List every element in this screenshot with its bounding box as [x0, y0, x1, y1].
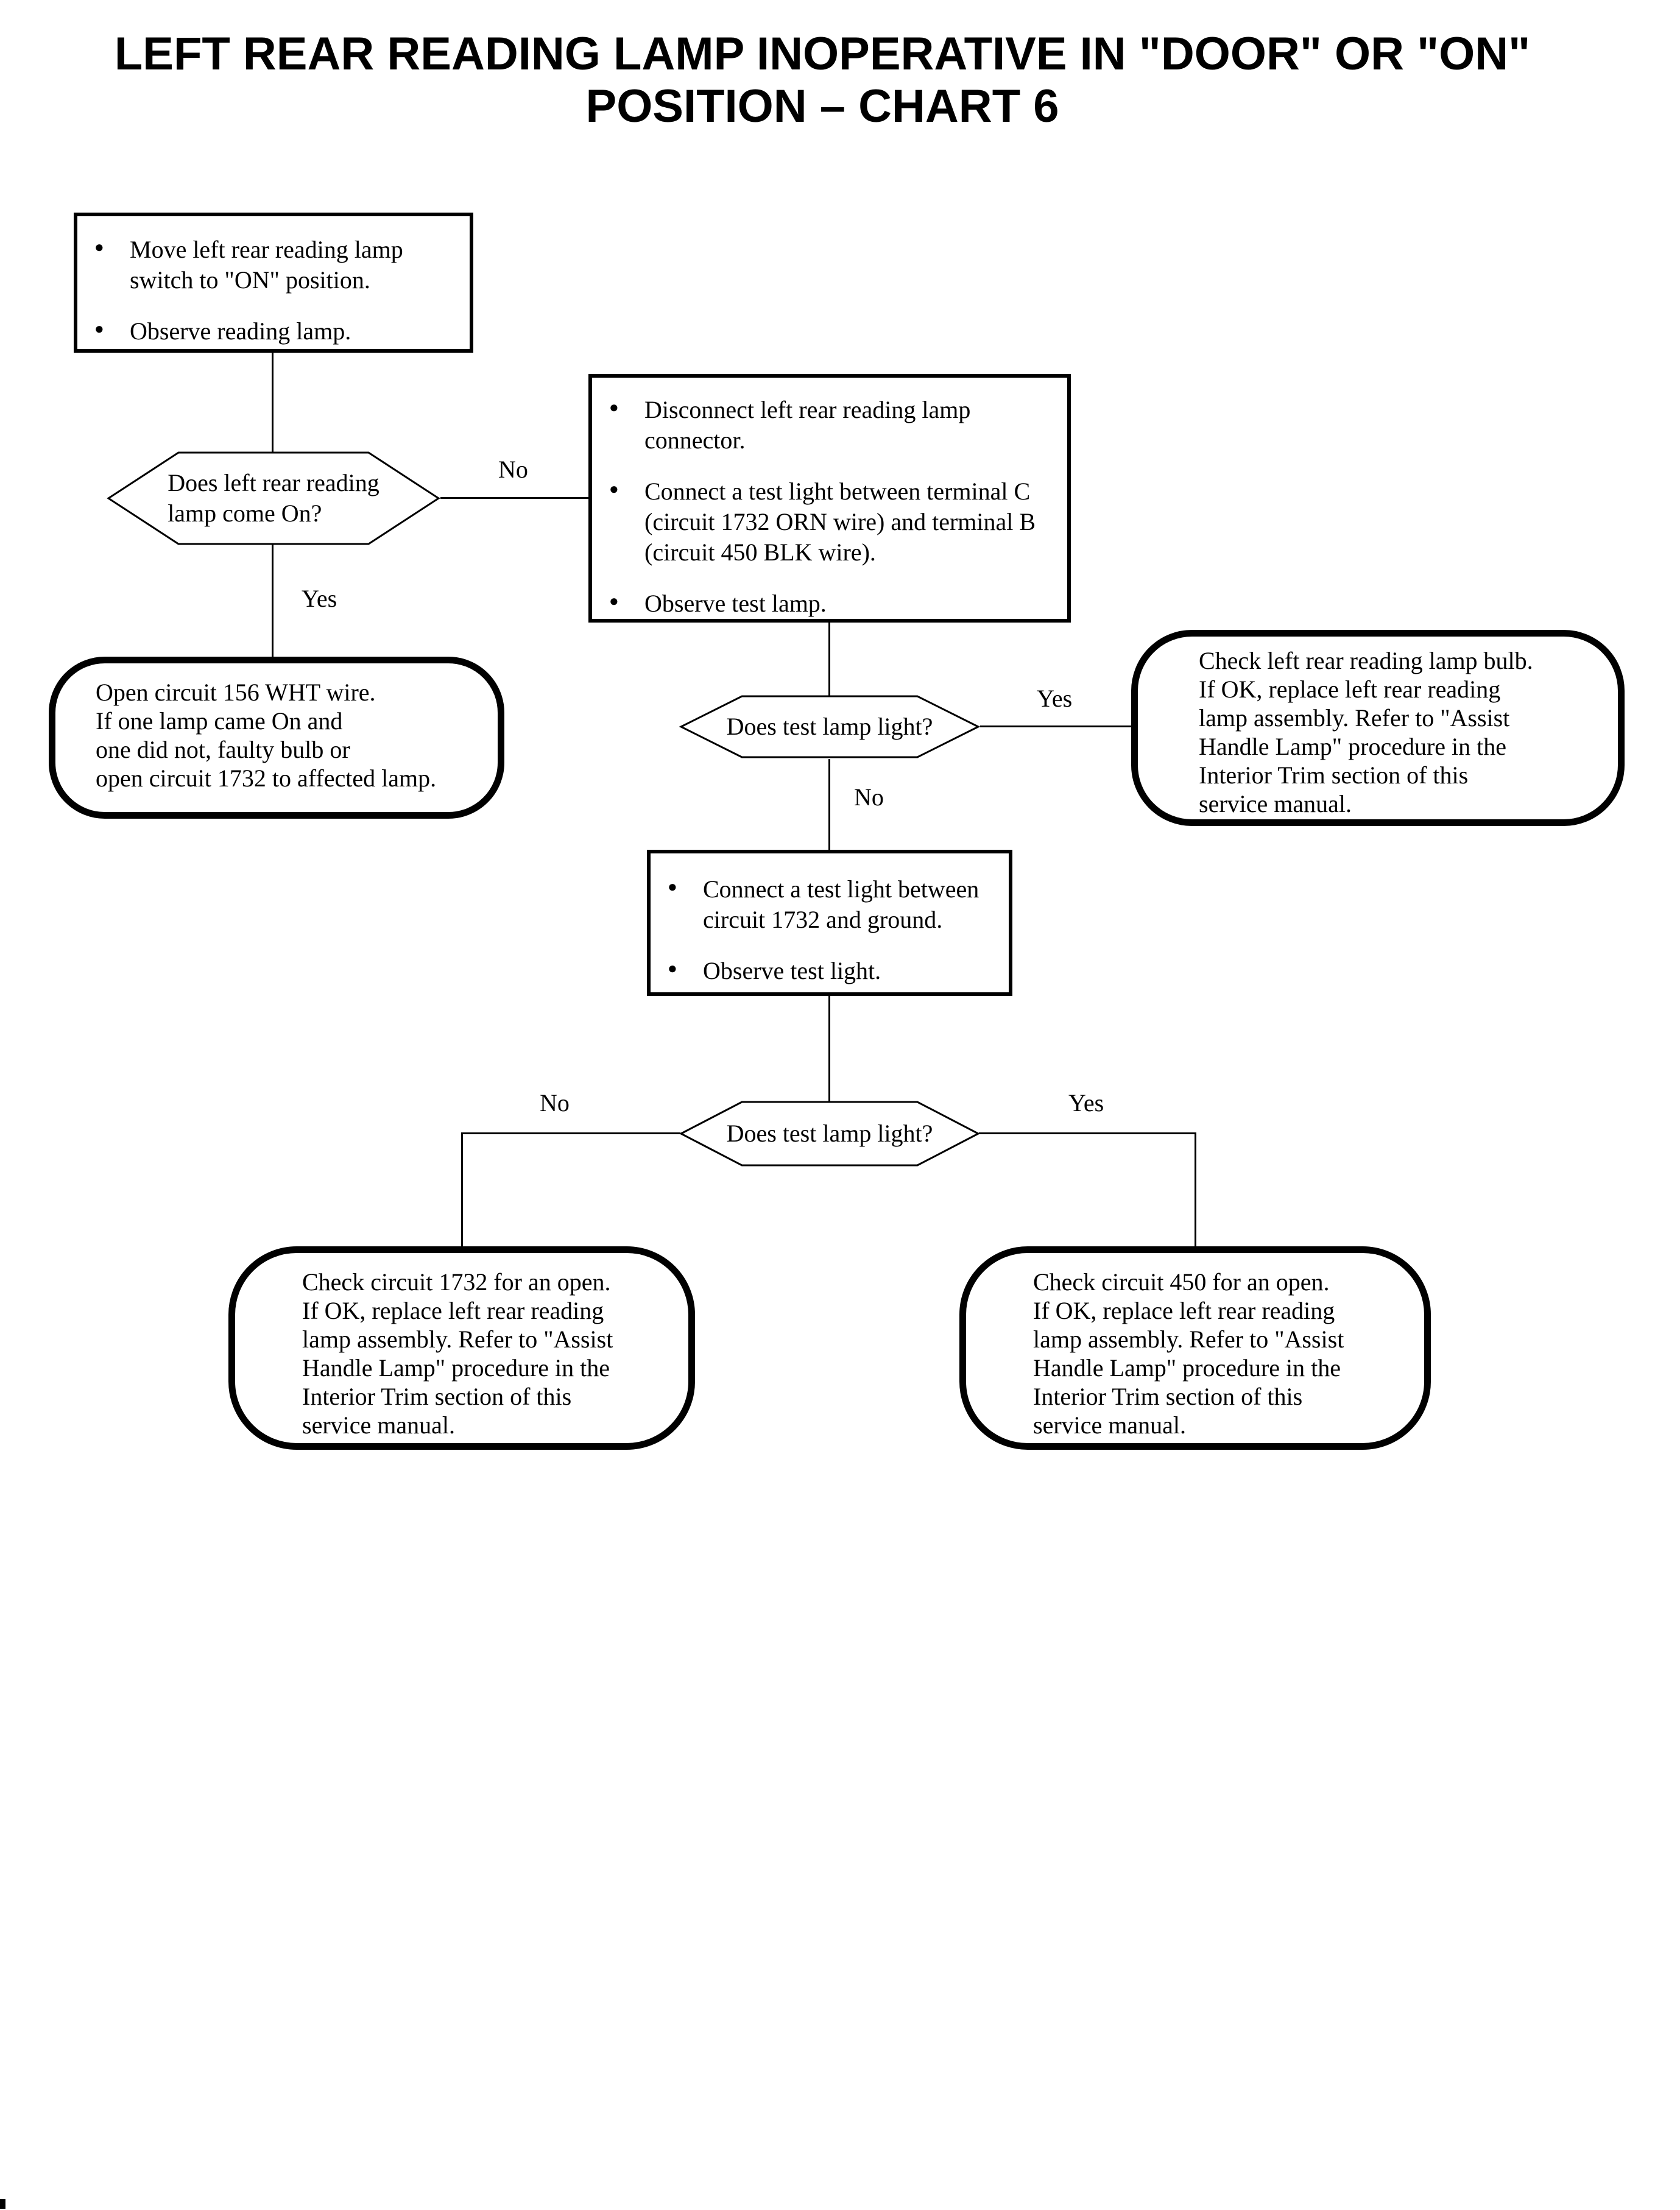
text-line: circuit 1732 and ground. — [703, 906, 943, 933]
page-title-line1: LEFT REAR READING LAMP INOPERATIVE IN "D… — [114, 28, 1531, 80]
branch-label-yes: Yes — [1068, 1089, 1104, 1117]
hexagon-outline — [679, 1101, 981, 1167]
text-line: lamp assembly. Refer to "Assist — [1033, 1326, 1344, 1353]
text-line: Does test lamp light? — [726, 713, 933, 740]
text-line: Disconnect left rear reading lamp — [644, 396, 971, 423]
branch-label-no: No — [540, 1089, 570, 1117]
process-box-check-lamp: Move left rear reading lamp switch to "O… — [74, 213, 473, 353]
branch-label-yes: Yes — [302, 585, 337, 612]
text-line: Check left rear reading lamp bulb. — [1199, 647, 1533, 674]
text-line: If OK, replace left rear reading — [1199, 676, 1501, 703]
connector-decision3-yes-vertical — [1195, 1132, 1196, 1248]
list-item: Observe test lamp. — [592, 588, 1067, 619]
connector-decision1-result1 — [272, 545, 274, 657]
text-line: switch to "ON" position. — [130, 266, 370, 294]
text-line: Handle Lamp" procedure in the — [1199, 733, 1507, 760]
decision-text: Does test lamp light? — [679, 1100, 980, 1167]
text-line: If OK, replace left rear reading — [302, 1297, 604, 1324]
text-line: service manual. — [302, 1411, 455, 1439]
connector-decision3-yes-horizontal — [979, 1132, 1196, 1134]
text-line: Observe test lamp. — [644, 590, 827, 617]
text-line: lamp assembly. Refer to "Assist — [302, 1326, 613, 1353]
list-item: Observe reading lamp. — [77, 316, 470, 347]
text-line: Does left rear reading — [168, 469, 379, 496]
connector-step3-decision3 — [828, 995, 830, 1101]
list-item: Move left rear reading lamp switch to "O… — [77, 235, 470, 295]
decision-test-lamp-light-1: Does test lamp light? — [679, 694, 981, 759]
text-line: lamp assembly. Refer to "Assist — [1199, 704, 1510, 732]
connector-step1-decision1 — [272, 353, 274, 452]
decision-test-lamp-light-2: Does test lamp light? — [679, 1100, 981, 1167]
branch-label-yes: Yes — [1037, 685, 1073, 712]
list-item: Disconnect left rear reading lamp connec… — [592, 395, 1067, 456]
connector-decision2-result2 — [980, 725, 1131, 727]
decision-text: Does left rear reading lamp come On? — [107, 451, 440, 546]
terminal-open-circuit-156: Open circuit 156 WHT wire. If one lamp c… — [49, 657, 504, 819]
process-box-test-light-ground: Connect a test light between circuit 173… — [647, 850, 1012, 996]
text-line: Move left rear reading lamp — [130, 236, 403, 263]
branch-label-no: No — [854, 783, 884, 811]
text-line: lamp come On? — [168, 500, 322, 527]
text-line: (circuit 1732 ORN wire) and terminal B — [644, 508, 1036, 535]
text-line: connector. — [644, 426, 746, 454]
text-line: Interior Trim section of this — [302, 1383, 572, 1410]
decision-text: Does test lamp light? — [679, 694, 980, 759]
decision-lamp-come-on: Does left rear reading lamp come On? — [107, 451, 440, 546]
text-line: Observe test light. — [703, 957, 881, 984]
scan-artifact — [0, 2199, 5, 2209]
text-line: Handle Lamp" procedure in the — [1033, 1354, 1341, 1382]
branch-label-no: No — [498, 456, 528, 483]
text-line: If one lamp came On and — [96, 707, 343, 735]
text-line: service manual. — [1033, 1411, 1186, 1439]
text-line: Interior Trim section of this — [1199, 761, 1469, 789]
text-line: Does test lamp light? — [726, 1120, 933, 1147]
text-line: Check circuit 1732 for an open. — [302, 1268, 611, 1296]
process-box-test-light-terminals: Disconnect left rear reading lamp connec… — [588, 374, 1071, 623]
terminal-check-circuit-450: Check circuit 450 for an open. If OK, re… — [959, 1246, 1431, 1450]
connector-decision2-step3 — [828, 759, 830, 850]
text-line: Interior Trim section of this — [1033, 1383, 1303, 1410]
text-line: service manual. — [1199, 790, 1352, 817]
connector-decision3-no-horizontal — [461, 1132, 680, 1134]
text-line: (circuit 450 BLK wire). — [644, 538, 876, 566]
text-line: one did not, faulty bulb or — [96, 736, 350, 763]
text-line: open circuit 1732 to affected lamp. — [96, 764, 437, 792]
text-line: Check circuit 450 for an open. — [1033, 1268, 1330, 1296]
text-line: Open circuit 156 WHT wire. — [96, 679, 376, 706]
text-line: If OK, replace left rear reading — [1033, 1297, 1335, 1324]
text-line: Observe reading lamp. — [130, 317, 351, 345]
text-line: Handle Lamp" procedure in the — [302, 1354, 610, 1382]
text-line: Connect a test light between terminal C — [644, 478, 1031, 505]
connector-decision3-no-vertical — [461, 1132, 463, 1248]
list-item: Observe test light. — [651, 956, 1009, 986]
connector-decision1-step2 — [440, 497, 588, 499]
text-line: Connect a test light between — [703, 875, 979, 903]
terminal-check-circuit-1732: Check circuit 1732 for an open. If OK, r… — [228, 1246, 695, 1450]
hexagon-outline — [107, 451, 440, 545]
list-item: Connect a test light between circuit 173… — [651, 874, 1009, 935]
terminal-check-bulb: Check left rear reading lamp bulb. If OK… — [1131, 630, 1625, 826]
page-title-line2: POSITION – CHART 6 — [585, 80, 1059, 132]
list-item: Connect a test light between terminal C … — [592, 476, 1067, 568]
connector-step2-decision2 — [828, 623, 830, 696]
page-title: LEFT REAR READING LAMP INOPERATIVE IN "D… — [0, 28, 1645, 133]
hexagon-outline — [679, 695, 981, 758]
